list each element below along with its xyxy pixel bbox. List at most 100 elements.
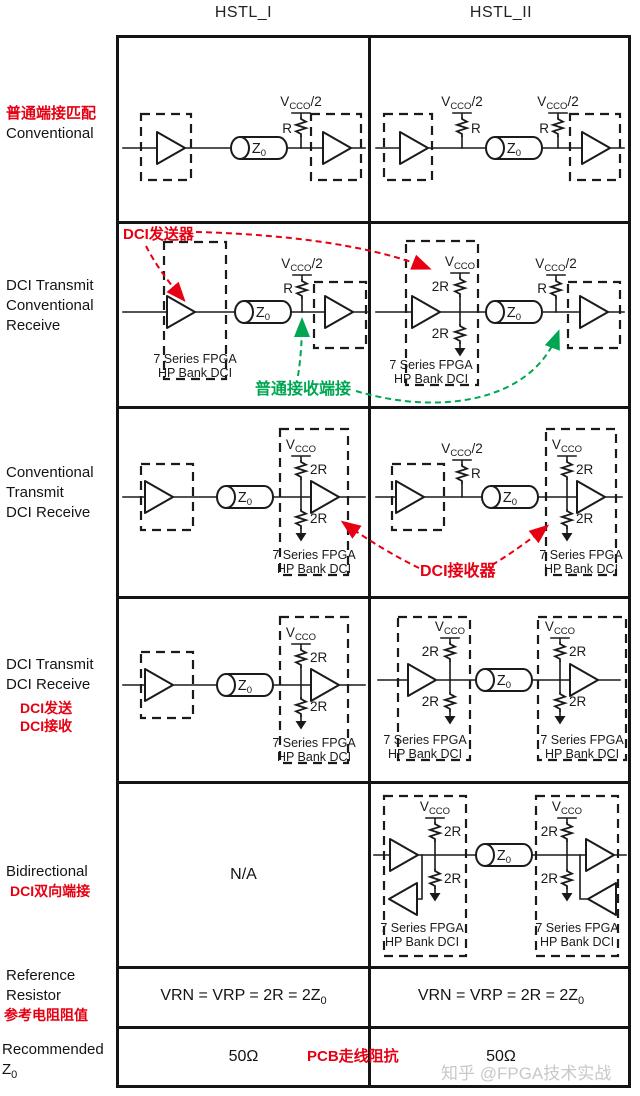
resistor-icon xyxy=(561,508,573,530)
r-label: R xyxy=(471,466,481,481)
driver-buffer-icon xyxy=(395,480,425,514)
resistor-icon xyxy=(454,323,466,345)
receiver-box xyxy=(278,615,350,765)
split-termination-wire xyxy=(550,637,570,717)
receiver-buffer-icon xyxy=(576,480,606,514)
fpga-caption: 7 Series FPGA xyxy=(153,352,237,366)
split-termination-wire xyxy=(557,455,577,534)
fpga-caption: 7 Series FPGA xyxy=(380,921,464,935)
fpga-caption: 7 Series FPGA xyxy=(535,921,619,935)
vcco-label: VCCO xyxy=(552,437,582,455)
resistor-icon xyxy=(552,116,564,138)
resistor-icon xyxy=(444,641,456,663)
row-divider-2 xyxy=(116,406,631,409)
diagram-bidirectional-hstl2: VCCO 2R 2R 7 Series FPGA HP Bank DCI Z0 … xyxy=(373,794,627,958)
row-label-z0: Z0 xyxy=(2,1060,104,1085)
driver-box xyxy=(382,112,434,182)
vcco-label: VCCO xyxy=(286,625,316,643)
ref-formula: VRN = VRP = 2R = 2Z0 xyxy=(418,987,584,1007)
fpga-caption: HP Bank DCI xyxy=(158,366,232,380)
resistor-icon xyxy=(550,278,562,300)
2r-label: 2R xyxy=(576,511,594,526)
fpga-caption: HP Bank DCI xyxy=(544,562,618,576)
2r-label: 2R xyxy=(432,279,450,294)
resistor-icon xyxy=(295,459,307,481)
split-termination-wire xyxy=(450,272,470,349)
row-divider-5 xyxy=(116,966,631,969)
split-termination-wire xyxy=(291,455,311,534)
row-divider-1 xyxy=(116,221,631,224)
z0-label: Z0 xyxy=(252,141,266,159)
row-label-conventional-en: Conventional xyxy=(6,125,94,142)
receiver-buffer-icon xyxy=(310,668,340,702)
2r-label: 2R xyxy=(422,644,440,659)
fpga-caption: 7 Series FPGA xyxy=(272,736,356,750)
ground-icon xyxy=(295,721,307,730)
driver-buffer-icon xyxy=(144,480,174,514)
row-label-line: Receive xyxy=(6,317,61,334)
vcco2-label: VCCO/2 xyxy=(281,256,322,274)
row-label-zh-line: 参考电阻阻值 xyxy=(4,1007,88,1023)
z0-label: Z0 xyxy=(238,490,252,508)
2r-label: 2R xyxy=(422,694,440,709)
diagram-conv-tx-dci-rx-hstl2: VCCO/2 R Z0 VCCO 2R 2R 7 Series FPGA HP … xyxy=(375,427,623,577)
cell-reference-resistor-hstl1: VRN = VRP = 2R = 2Z0 xyxy=(117,967,370,1027)
row-label-line: Resistor xyxy=(6,987,62,1004)
resistor-icon xyxy=(554,691,566,713)
row-label-line: Transmit xyxy=(6,484,64,501)
vcco-label: VCCO xyxy=(286,437,316,455)
annotation-conventional-rx-termination: 普通接收端接 xyxy=(255,381,352,398)
driver-box xyxy=(139,112,193,182)
receiver-buffer-icon xyxy=(322,131,352,165)
receiver-box xyxy=(312,280,368,350)
r-label: R xyxy=(539,121,549,136)
resistor-icon xyxy=(429,868,441,890)
driver-buffer-icon xyxy=(407,663,437,697)
r-label: R xyxy=(282,121,292,136)
fpga-caption: 7 Series FPGA xyxy=(539,548,623,562)
termination-wire xyxy=(292,274,312,313)
z0-label: Z0 xyxy=(507,141,521,159)
right-output-buffer-icon xyxy=(587,882,617,916)
row-label-zh-line: DCI双向端接 xyxy=(10,883,91,899)
2r-label: 2R xyxy=(444,871,462,886)
resistor-icon xyxy=(561,821,573,843)
r-label: R xyxy=(537,281,547,296)
fpga-caption: 7 Series FPGA xyxy=(383,733,467,747)
resistor-icon xyxy=(295,116,307,138)
row-label-line: Recommended xyxy=(2,1041,104,1058)
vcco-label: VCCO xyxy=(445,254,475,272)
2r-label: 2R xyxy=(541,824,559,839)
ground-icon xyxy=(554,716,566,725)
driver-box xyxy=(162,240,228,381)
receiver-buffer-icon xyxy=(569,663,599,697)
z0-label: Z0 xyxy=(497,673,511,691)
ref-formula-sub: 0 xyxy=(320,995,327,1008)
receiver-box xyxy=(566,280,622,350)
2r-label: 2R xyxy=(569,694,587,709)
driver-box xyxy=(404,239,480,387)
termination-wire xyxy=(452,112,472,149)
resistor-icon xyxy=(295,647,307,669)
left-input-buffer-icon xyxy=(388,882,418,916)
cell-bidirectional-hstl1-na: N/A xyxy=(230,865,257,883)
resistor-icon xyxy=(295,508,307,530)
resistor-icon xyxy=(456,463,468,485)
r-label: R xyxy=(283,281,293,296)
right-input-buffer-icon xyxy=(585,838,615,872)
receiver-buffer-icon xyxy=(324,295,354,329)
driver-buffer-icon xyxy=(156,131,186,165)
vcco2-label: VCCO/2 xyxy=(537,94,578,112)
fpga-caption: HP Bank DCI xyxy=(277,562,351,576)
z0-label: Z0 xyxy=(507,305,521,323)
2r-label: 2R xyxy=(432,326,450,341)
row-label-dci-tx-conv-rx: DCI Transmit Conventional Receive xyxy=(6,276,94,336)
resistor-icon xyxy=(561,459,573,481)
row-label-conventional-zh: 普通端接匹配 xyxy=(6,105,97,122)
driver-buffer-icon xyxy=(144,668,174,702)
fpga-caption: HP Bank DCI xyxy=(540,935,614,949)
split-termination-wire xyxy=(425,817,445,894)
driver-box xyxy=(139,462,195,532)
z0-label: Z0 xyxy=(497,848,511,866)
